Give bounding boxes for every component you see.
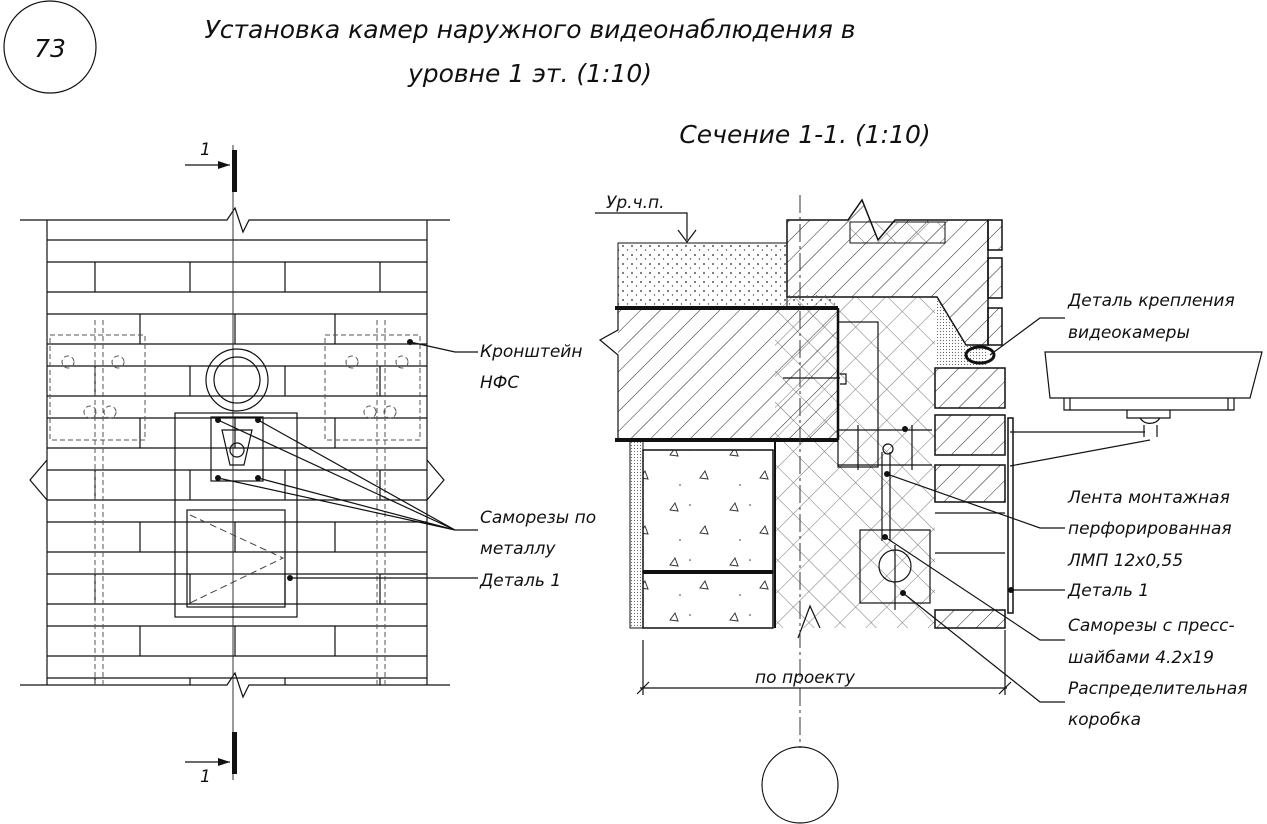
label-screws-1: Саморезы по <box>480 508 596 528</box>
section-leaders <box>884 317 1151 703</box>
label-bracket-1: Кронштейн <box>480 342 582 362</box>
sheet-number-bubble: 73 <box>3 0 97 94</box>
label-camera-mount-1: Деталь крепления <box>1067 291 1235 311</box>
page-title-line2: уровне 1 эт. (1:10) <box>407 59 652 88</box>
nfs-bracket-dashed <box>49 320 421 685</box>
section-drawing <box>595 195 1014 824</box>
label-bracket-2: НФС <box>480 373 519 393</box>
label-screws-2: металлу <box>480 539 556 559</box>
label-tape-1: Лента монтажная <box>1067 488 1230 508</box>
label-detail1-section: Деталь 1 <box>1067 581 1149 601</box>
section-title: Сечение 1-1. (1:10) <box>679 120 930 149</box>
section-mark-bottom: 1 <box>185 732 237 787</box>
label-press-screws-2: шайбами 4.2х19 <box>1068 648 1214 668</box>
floor-level-label: Ур.ч.п. <box>606 193 665 213</box>
label-junction-box-2: коробка <box>1068 710 1141 730</box>
plan-leaders <box>217 341 478 579</box>
sheet-number: 73 <box>34 34 66 63</box>
dimension-line: по проекту <box>636 630 1012 695</box>
label-camera-mount-2: видеокамеры <box>1068 323 1190 343</box>
label-detail1-plan: Деталь 1 <box>479 571 561 591</box>
section-mark-top: 1 <box>185 140 237 192</box>
camera-body <box>1044 351 1263 437</box>
label-press-screws-1: Саморезы с пресс- <box>1068 616 1235 636</box>
camera-bracket-plan <box>174 339 413 618</box>
label-tape-2: перфорированная <box>1068 519 1232 539</box>
page-title-line1: Установка камер наружного видеонаблюдени… <box>205 15 856 44</box>
label-junction-box-1: Распределительная <box>1068 679 1248 699</box>
label-tape-3: ЛМП 12х0,55 <box>1067 551 1183 571</box>
section-mark-top-number: 1 <box>200 140 211 160</box>
brick-wall-elevation <box>20 206 450 699</box>
section-mark-bottom-number: 1 <box>200 767 211 787</box>
dimension-text: по проекту <box>755 668 856 688</box>
